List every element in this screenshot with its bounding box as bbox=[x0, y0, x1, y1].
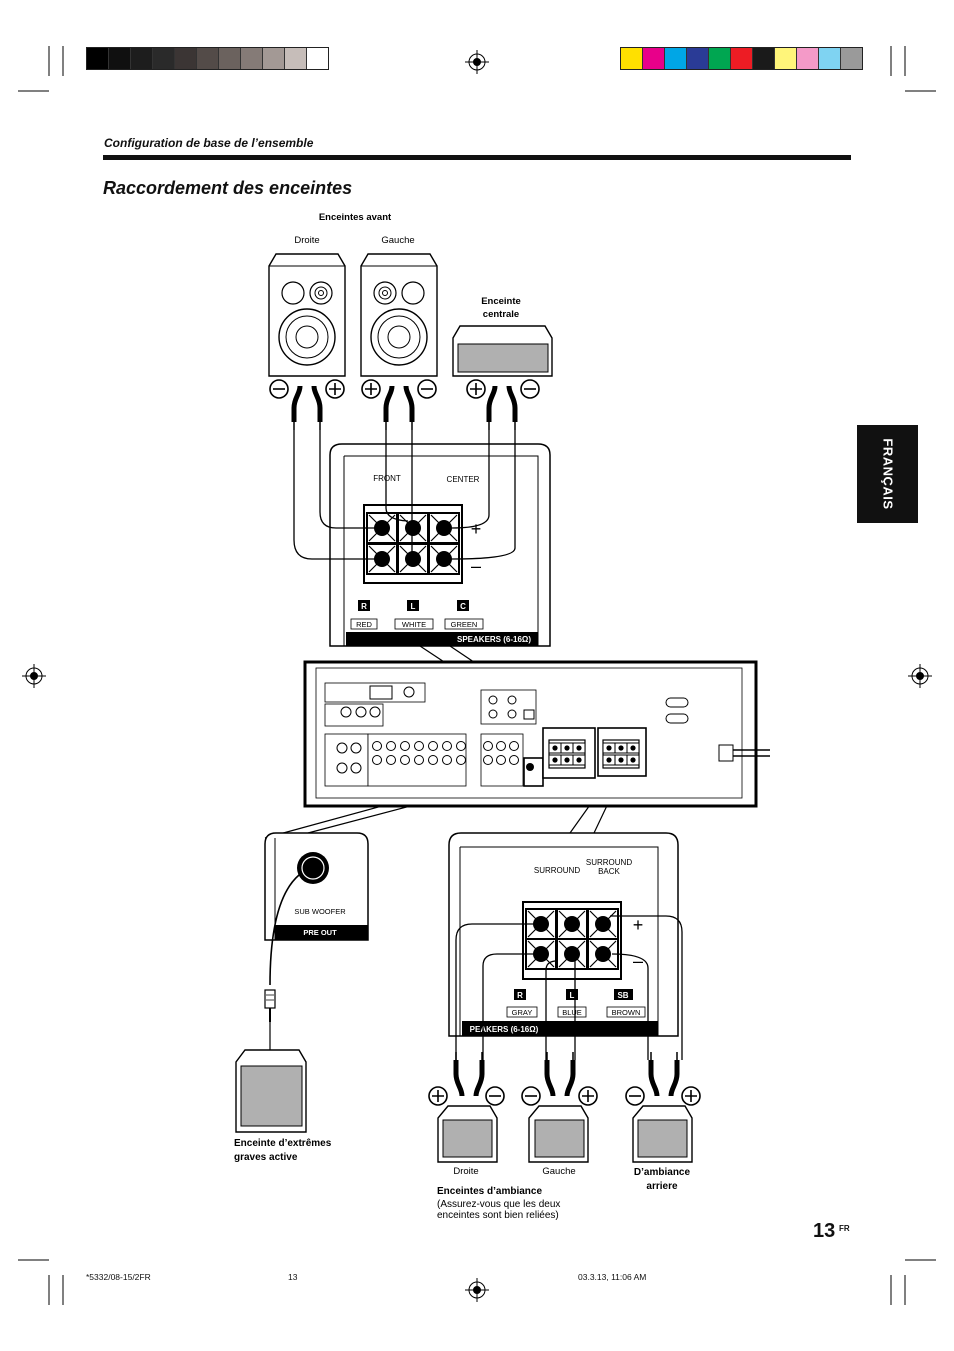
badge-r-front: R bbox=[361, 602, 367, 611]
surround-note-line-1: (Assurez-vous que les deux bbox=[437, 1199, 560, 1210]
registration-swatch bbox=[774, 48, 796, 69]
surround-back-caption-2: arriere bbox=[646, 1181, 678, 1192]
header-rule bbox=[103, 155, 851, 160]
page-number: 13 bbox=[813, 1220, 836, 1242]
badge-l-surround: L bbox=[570, 991, 575, 1000]
surround-right-speaker-icon bbox=[437, 1105, 498, 1163]
badge-l-front: L bbox=[411, 602, 416, 611]
front-plus-label: + bbox=[471, 519, 482, 539]
gray-registration-bar bbox=[86, 47, 329, 70]
surround-minus-label: – bbox=[633, 951, 643, 971]
wire-color-blue: BLUE bbox=[562, 1008, 582, 1017]
center-speaker-label: Enceinte bbox=[481, 296, 521, 307]
front-speakers-impedance: SPEAKERS (6-16Ω) bbox=[457, 635, 531, 644]
front-left-label: Gauche bbox=[381, 235, 414, 246]
registration-swatch bbox=[686, 48, 708, 69]
surround-right-label: Droite bbox=[453, 1166, 478, 1177]
front-speakers-label: Enceintes avant bbox=[319, 212, 392, 223]
wire-color-white: WHITE bbox=[402, 620, 426, 629]
registration-swatch bbox=[752, 48, 774, 69]
front-right-label: Droite bbox=[294, 235, 319, 246]
registration-swatch bbox=[218, 48, 240, 69]
surround-left-label: Gauche bbox=[542, 1166, 575, 1177]
surround-note-line-2: enceintes sont bien reliées) bbox=[437, 1210, 559, 1221]
badge-c-front: C bbox=[460, 602, 466, 611]
registration-swatch bbox=[642, 48, 664, 69]
surround-back-caption: D’ambiance bbox=[634, 1167, 691, 1178]
surround-speakers-impedance: PEAKERS (6-16Ω) bbox=[470, 1025, 539, 1034]
surround-back-speaker-icon bbox=[632, 1105, 693, 1163]
wire-color-brown: BROWN bbox=[612, 1008, 641, 1017]
registration-swatch bbox=[284, 48, 306, 69]
surround-speaker-terminal-panel bbox=[448, 832, 679, 1037]
registration-swatch bbox=[664, 48, 686, 69]
registration-swatch bbox=[262, 48, 284, 69]
page-language-suffix: FR bbox=[839, 1224, 850, 1233]
center-speaker-label-2: centrale bbox=[483, 309, 519, 320]
wire-color-green: GREEN bbox=[451, 620, 478, 629]
registration-swatch bbox=[196, 48, 218, 69]
footer-code: *5332/08-15/2FR bbox=[86, 1272, 151, 1282]
language-tab: FRANÇAIS bbox=[857, 425, 918, 523]
footer-timestamp: 03.3.13, 11:06 AM bbox=[578, 1272, 647, 1282]
front-minus-label: – bbox=[471, 556, 481, 576]
wire-color-red: RED bbox=[356, 620, 372, 629]
registration-swatch bbox=[108, 48, 130, 69]
sub-woofer-label: SUB WOOFER bbox=[294, 907, 346, 916]
registration-swatch bbox=[818, 48, 840, 69]
center-terminal-label: CENTER bbox=[447, 475, 480, 484]
front-terminal-label: FRONT bbox=[373, 474, 401, 483]
page-title: Raccordement des enceintes bbox=[103, 178, 353, 198]
surround-back-label-2: BACK bbox=[598, 867, 620, 876]
subwoofer-rca-cable bbox=[264, 874, 300, 1050]
front-speaker-wires bbox=[293, 430, 516, 560]
front-right-speaker-icon bbox=[268, 253, 346, 377]
surround-speakers-caption: Enceintes d’ambiance bbox=[437, 1186, 542, 1197]
subwoofer-caption-2: graves active bbox=[234, 1152, 298, 1163]
surround-back-label: SURROUND bbox=[586, 858, 632, 867]
footer-page: 13 bbox=[288, 1272, 298, 1282]
color-registration-bar bbox=[620, 47, 863, 70]
wire-color-gray: GRAY bbox=[512, 1008, 533, 1017]
surround-plus-label: + bbox=[633, 915, 644, 935]
badge-sb-surround: SB bbox=[617, 991, 628, 1000]
badge-r-surround: R bbox=[517, 991, 523, 1000]
registration-swatch bbox=[174, 48, 196, 69]
registration-swatch bbox=[730, 48, 752, 69]
registration-swatch bbox=[840, 48, 862, 69]
registration-target-icon bbox=[22, 50, 932, 1302]
registration-swatch bbox=[621, 48, 642, 69]
section-heading: Configuration de base de l’ensemble bbox=[104, 136, 314, 150]
pre-out-label: PRE OUT bbox=[303, 928, 337, 937]
registration-swatch bbox=[152, 48, 174, 69]
receiver-rear-panel bbox=[303, 660, 770, 808]
front-left-speaker-icon bbox=[360, 253, 438, 377]
subwoofer-speaker-icon bbox=[235, 1049, 307, 1133]
sub-woofer-preout-panel bbox=[264, 832, 369, 941]
registration-swatch bbox=[240, 48, 262, 69]
surround-terminal-label: SURROUND bbox=[534, 866, 580, 875]
registration-swatch bbox=[796, 48, 818, 69]
subwoofer-caption: Enceinte d’extrêmes bbox=[234, 1138, 332, 1149]
registration-swatch bbox=[87, 48, 108, 69]
registration-swatch bbox=[708, 48, 730, 69]
surround-left-speaker-icon bbox=[528, 1105, 589, 1163]
registration-swatch bbox=[130, 48, 152, 69]
registration-swatch bbox=[306, 48, 328, 69]
front-speaker-terminal-panel bbox=[329, 443, 551, 647]
surround-speaker-wires bbox=[455, 915, 683, 1060]
center-speaker-icon bbox=[452, 325, 553, 377]
